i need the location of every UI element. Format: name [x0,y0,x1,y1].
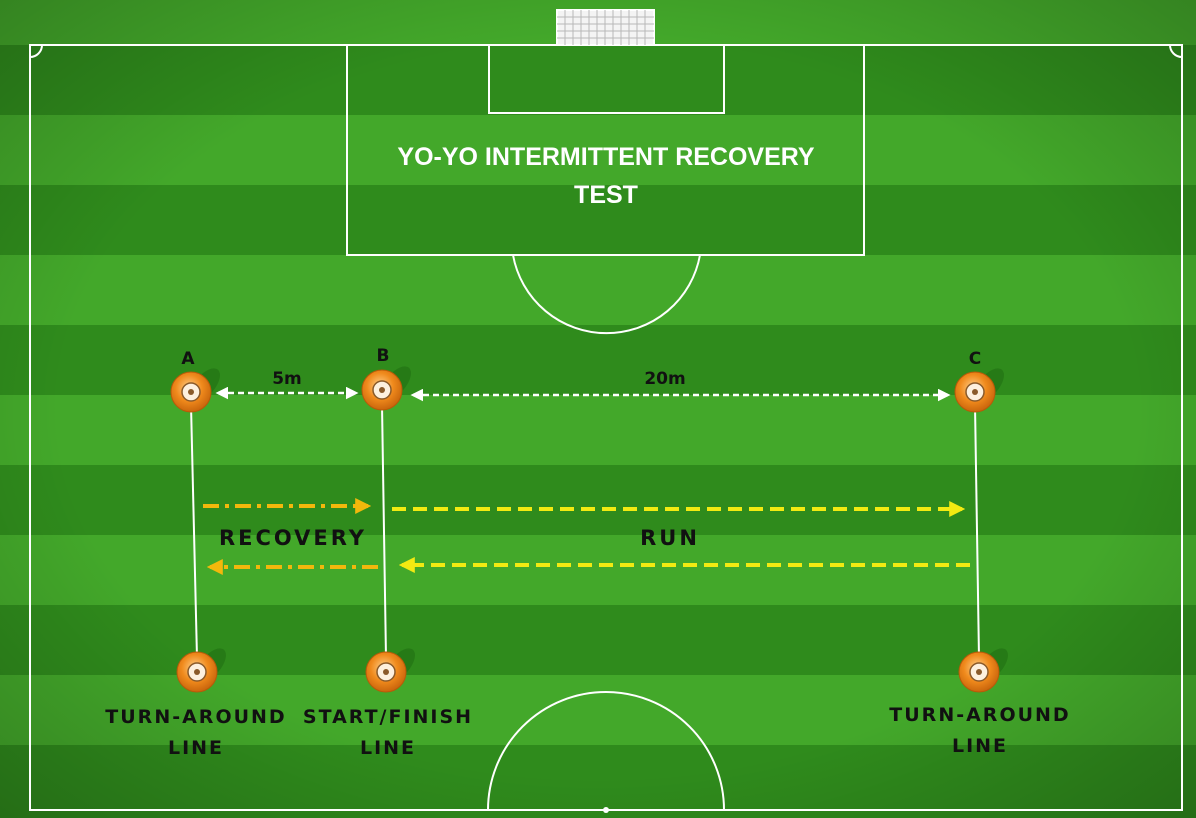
right-line-label-1: TURN-AROUND [889,704,1070,726]
right-line-label-2: LINE [952,735,1008,757]
cone-b-top [361,366,411,411]
run-label: RUN [640,526,700,550]
center-spot [603,807,609,813]
cone-label-c: C [969,349,981,369]
line-c [974,404,980,659]
left-line-label-2: LINE [168,737,224,759]
cone-label-a: A [181,349,195,369]
goal-net [556,9,655,46]
middle-line-label-2: LINE [360,737,416,759]
cone-c-bottom [958,648,1008,693]
corner-arc-right [1169,44,1183,58]
diagram-title-line2: TEST [574,181,638,209]
corner-arc-left [29,44,43,58]
recovery-label: RECOVERY [219,526,367,550]
middle-line-label-1: START/FINISH [303,706,473,728]
cone-lines [190,404,980,659]
distance-label-bc: 20m [644,369,685,389]
cone-a-bottom [176,648,226,693]
center-circle [487,691,725,811]
line-b [381,404,387,659]
left-line-label-1: TURN-AROUND [105,706,286,728]
cone-label-b: B [377,346,390,366]
cone-c-top [954,368,1004,413]
penalty-arc [512,254,701,335]
diagram-title-line1: YO-YO INTERMITTENT RECOVERY [397,143,814,171]
cone-a-top [170,368,220,413]
distance-label-ab: 5m [272,369,302,389]
line-a [190,404,198,659]
cone-b-bottom [365,648,415,693]
